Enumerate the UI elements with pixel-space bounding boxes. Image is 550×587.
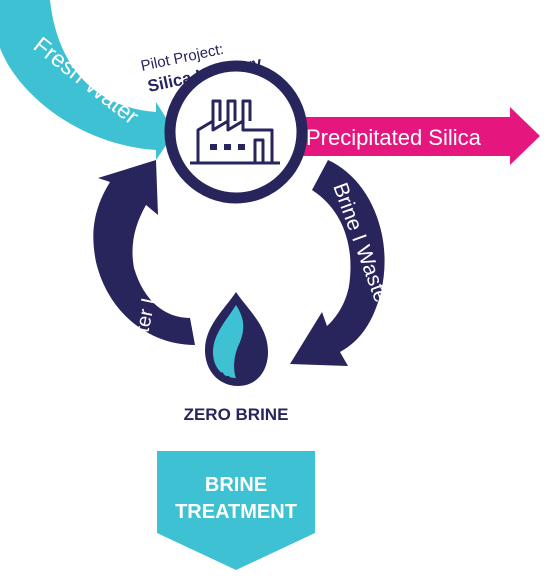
silica-industry-circle [164,60,308,204]
brine-waste-heat-arrow: Brine I Waste Heat [290,160,410,366]
brine-treatment-box: BRINE TREATMENT [157,451,315,570]
water-drop-icon [205,292,268,386]
brine-treatment-line1: BRINE [205,474,267,496]
water-heat-salts-arrow: Water I Heat I Salts [93,160,195,363]
brine-treatment-line2: TREATMENT [175,501,297,523]
factory-icon [190,99,280,165]
precipitated-silica-label: Precipitated Silica [306,125,482,150]
zero-brine-label: ZERO BRINE [184,405,289,424]
precipitated-silica-arrow: Precipitated Silica [290,107,540,165]
